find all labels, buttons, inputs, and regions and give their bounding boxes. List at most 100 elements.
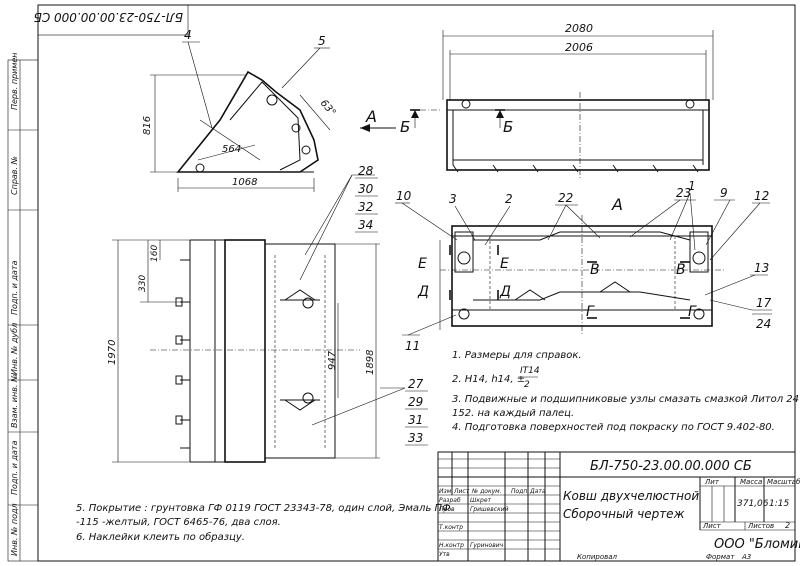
side-label-3: Подп. и дата	[10, 260, 19, 315]
sheet-label: Лист	[702, 522, 722, 530]
dim-top-inner: 2006	[565, 41, 593, 54]
callout-31: 31	[408, 413, 423, 427]
side-label-7: Инв. № подл	[10, 503, 19, 556]
role-2: Пров	[439, 506, 455, 513]
col-mass: Масса	[740, 478, 762, 486]
side-label-1: Перв. примен	[10, 52, 19, 110]
side-view	[150, 41, 331, 192]
label-g-left: Г	[586, 304, 595, 320]
person-2: Гришевский	[470, 506, 509, 513]
note-3b: 152. на каждый палец.	[452, 408, 574, 419]
header-doc: № докум.	[471, 488, 502, 495]
side-label-2: Справ. №	[10, 156, 19, 195]
callout-22: 22	[558, 191, 573, 205]
title-name-line2: Сборочный чертеж	[563, 507, 685, 521]
top-view	[410, 30, 714, 180]
note-2: 2. Н14, h14, ±	[452, 374, 525, 385]
person-4: Гуринович	[470, 542, 504, 549]
title-block	[437, 451, 796, 562]
dim-side-angle: 63°	[318, 98, 338, 119]
callout-3: 3	[449, 192, 457, 206]
view-arrow-a	[360, 124, 396, 132]
label-v-left: В	[590, 262, 600, 278]
role-5: Утв	[439, 551, 450, 558]
note-5: 5. Покрытие : грунтовка ГФ 0119 ГОСТ 233…	[76, 503, 451, 514]
front-view	[112, 174, 406, 463]
callout-33: 33	[408, 431, 423, 445]
callout-32: 32	[358, 200, 373, 214]
title-name-line1: Ковш двухчелюстной	[563, 489, 699, 503]
side-labels: Перв. примен Справ. № Подп. и дата Инв. …	[10, 52, 19, 556]
mass-value: 371,06	[737, 499, 769, 509]
format-value: А3	[741, 553, 751, 561]
notes-left: 5. Покрытие : грунтовка ГФ 0119 ГОСТ 233…	[76, 503, 451, 543]
side-label-6: Подп. и дата	[10, 440, 19, 495]
dim-top-outer: 2080	[565, 22, 593, 35]
dim-side-width: 1068	[232, 177, 257, 188]
callout-stack-bottom	[405, 390, 428, 446]
dim-side-length: 564	[222, 144, 241, 155]
callout-9: 9	[720, 186, 728, 200]
col-lit: Лит	[704, 478, 720, 486]
note-4: 4. Подготовка поверхностей под покраску …	[452, 422, 775, 433]
label-section-b-left: Б	[400, 118, 410, 136]
label-arrow-a: А	[365, 107, 377, 126]
dim-front-2: 330	[138, 275, 148, 292]
label-e-left: Е	[418, 256, 427, 272]
label-g-right: Г	[688, 304, 697, 320]
note-2-frac-top: IT14	[520, 366, 540, 376]
drawing-frame	[7, 4, 796, 562]
scale-value: 1:15	[769, 499, 789, 509]
label-view-a: А	[611, 195, 623, 214]
view-a	[395, 192, 772, 336]
role-4: Н.контр	[439, 542, 464, 549]
note-5b: -115 -желтый, ГОСТ 6465-76, два слоя.	[76, 517, 281, 528]
dim-front-3: 1970	[107, 340, 118, 365]
dim-front-5: 1898	[365, 350, 376, 375]
callout-4: 4	[184, 28, 192, 42]
callout-stack-top	[355, 177, 378, 233]
stamp-rotated: БЛ-750-23.00.00.000 СБ	[34, 10, 183, 24]
header-izm: Изм	[439, 488, 452, 495]
format-label: Формат	[706, 553, 735, 561]
header-list: Лист	[453, 488, 470, 495]
sheets-label: Листов	[747, 522, 774, 530]
label-section-b-right: Б	[503, 118, 513, 136]
note-6: 6. Наклейки клеить по образцу.	[76, 531, 245, 543]
dim-front-4: 947	[327, 350, 338, 370]
notes: 1. Размеры для справок. 2. Н14, h14, ± I…	[452, 350, 800, 433]
callout-5: 5	[318, 34, 326, 48]
callout-28: 28	[358, 164, 374, 178]
organization: ООО "Бломинг"	[714, 537, 800, 552]
role-1: Разраб	[439, 497, 461, 504]
side-label-5: Взам. инв. №	[10, 374, 19, 428]
callout-27: 27	[408, 377, 424, 391]
note-1: 1. Размеры для справок.	[452, 350, 582, 361]
sheets-count: 2	[785, 521, 790, 530]
callout-10: 10	[396, 189, 412, 203]
callout-17: 17	[756, 296, 772, 310]
header-date: Дата	[529, 488, 546, 495]
label-e-right: Е	[500, 256, 509, 272]
callout-2: 2	[505, 192, 513, 206]
callout-1: 1	[688, 179, 696, 193]
dim-side-height: 816	[142, 116, 153, 135]
note-3: 3. Подвижные и подшипниковые узлы смазат…	[452, 394, 800, 405]
callout-23: 23	[676, 186, 691, 200]
label-d-left: Д	[417, 284, 429, 300]
label-d-right: Д	[499, 284, 511, 300]
callout-29: 29	[408, 395, 423, 409]
callout-11: 11	[405, 339, 420, 353]
note-2-frac-bottom: 2	[524, 380, 530, 390]
dim-front-1: 160	[150, 245, 160, 262]
title-block-text: БЛ-750-23.00.00.000 СБ Ковш двухчелюстно…	[439, 459, 800, 561]
role-3: Т.контр	[439, 524, 463, 531]
callout-30: 30	[358, 182, 374, 196]
copied-label: Копировал	[577, 553, 618, 561]
header-sign: Подп.	[511, 488, 529, 495]
callout-12: 12	[754, 189, 769, 203]
designation: БЛ-750-23.00.00.000 СБ	[590, 459, 752, 474]
callout-13: 13	[754, 261, 769, 275]
